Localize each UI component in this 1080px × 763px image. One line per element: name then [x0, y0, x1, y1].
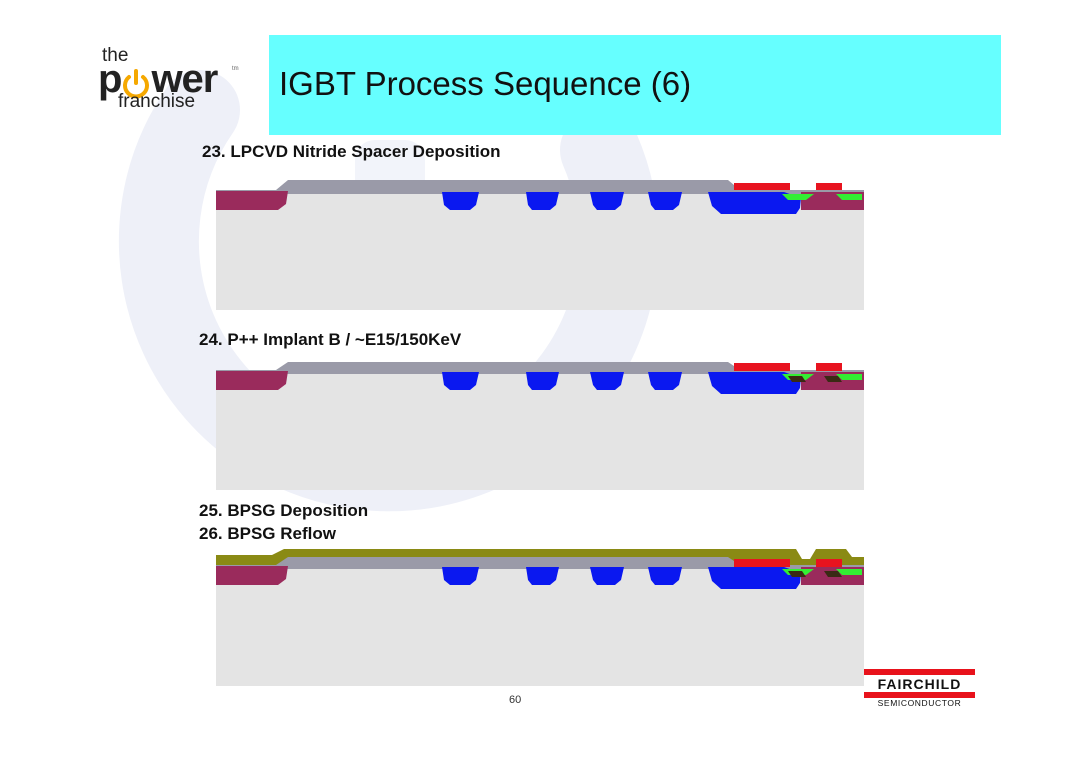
trench-2	[526, 192, 559, 210]
gate-electrode-right	[816, 363, 842, 371]
brand-bar-top	[864, 669, 975, 675]
nitride-layer	[216, 362, 864, 374]
nitride-spacer-layer	[216, 180, 864, 194]
n-plus-right	[836, 194, 862, 200]
step-23-label: 23. LPCVD Nitride Spacer Deposition	[202, 142, 501, 161]
brand-bar-bottom	[864, 692, 975, 698]
p-plus-implant-right	[824, 376, 842, 382]
trench-4	[648, 372, 682, 390]
p-plus-implant-left	[788, 376, 806, 382]
p-well-left	[216, 566, 288, 585]
trench-2	[526, 567, 559, 585]
n-plus-right	[836, 374, 862, 380]
brand-subtitle: SEMICONDUCTOR	[877, 698, 962, 708]
trench-1	[442, 192, 479, 210]
trench-4	[648, 567, 682, 585]
page-title: IGBT Process Sequence (6)	[279, 65, 692, 102]
cross-section-step-23	[216, 180, 864, 310]
logo-franchise: franchise	[118, 91, 196, 112]
step-24-label: 24. P++ Implant B / ~E15/150KeV	[199, 330, 462, 349]
gate-electrode-left	[734, 559, 790, 567]
n-plus-right	[836, 569, 862, 575]
cross-section-step-25-26	[216, 549, 864, 686]
gate-electrode-right	[816, 559, 842, 567]
page-number: 60	[509, 694, 522, 706]
gate-electrode-left	[734, 363, 790, 371]
p-plus-implant-right	[824, 571, 842, 577]
trench-wide	[708, 372, 801, 394]
trench-3	[590, 567, 624, 585]
cross-section-step-24	[216, 362, 864, 490]
trench-1	[442, 372, 479, 390]
n-plus-left	[782, 194, 814, 200]
logo-trademark: tm	[232, 66, 239, 72]
logo-the: the	[102, 45, 129, 66]
trench-wide	[708, 567, 801, 589]
p-well-left	[216, 191, 288, 210]
power-button-icon	[123, 69, 149, 99]
fairchild-logo: FAIRCHILD SEMICONDUCTOR	[864, 669, 975, 709]
trench-3	[590, 372, 624, 390]
gate-electrode-right	[816, 183, 842, 190]
trench-wide	[708, 192, 801, 214]
gate-electrode-left	[734, 183, 790, 190]
trench-1	[442, 567, 479, 585]
nitride-layer	[216, 557, 864, 569]
step-25-label: 25. BPSG Deposition	[199, 501, 369, 520]
trench-2	[526, 372, 559, 390]
trench-3	[590, 192, 624, 210]
p-plus-implant-left	[788, 571, 806, 577]
step-26-label: 26. BPSG Reflow	[199, 524, 336, 543]
p-well-left	[216, 371, 288, 390]
trench-4	[648, 192, 682, 210]
title-bar: IGBT Process Sequence (6)	[269, 35, 1001, 135]
brand-name: FAIRCHILD	[877, 676, 962, 692]
